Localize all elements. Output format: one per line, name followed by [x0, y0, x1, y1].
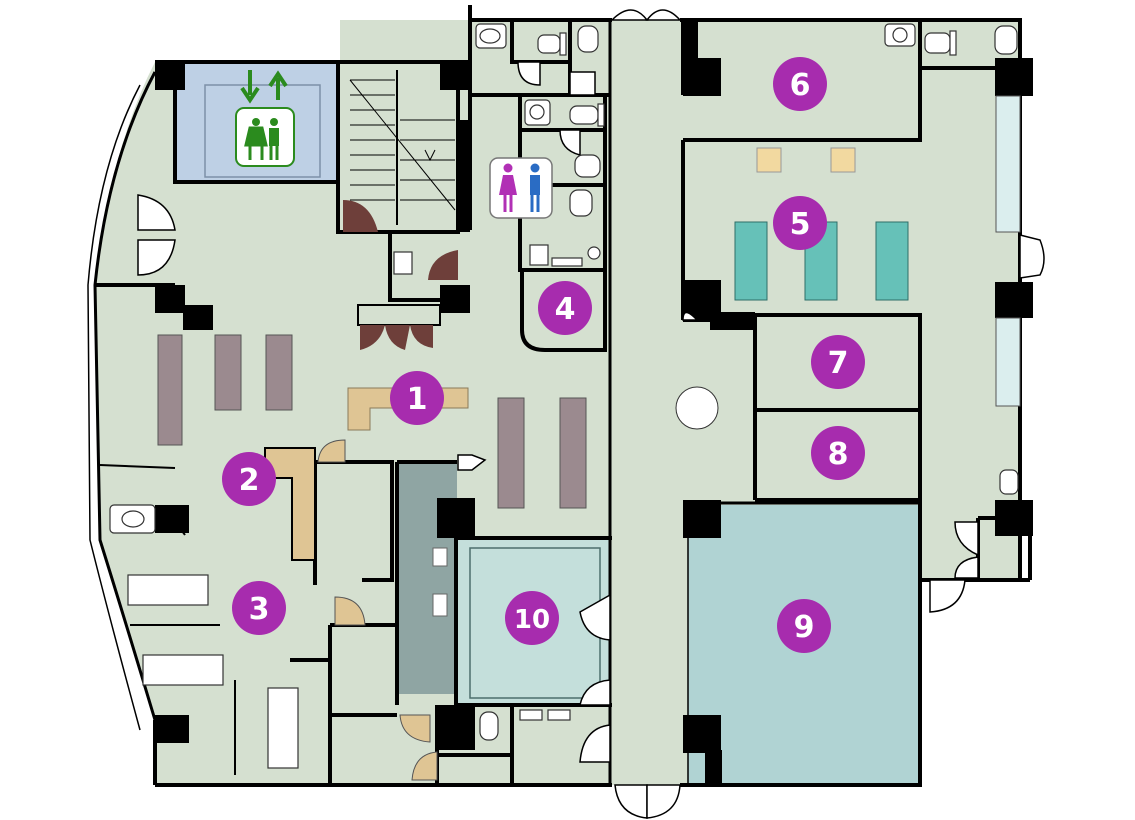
room-label-7: 7 [828, 346, 849, 381]
room-marker-1[interactable]: 1 [390, 371, 444, 425]
sofas [127, 574, 299, 769]
restroom-icon [489, 157, 553, 219]
locker-box [432, 593, 448, 617]
room-marker-7[interactable]: 7 [811, 335, 865, 389]
room-label-6: 6 [790, 68, 811, 103]
room-label-3: 3 [249, 592, 270, 627]
doors-white [137, 9, 1045, 819]
plumbing-fixtures [109, 23, 1019, 741]
room-marker-8[interactable]: 8 [811, 426, 865, 480]
doors-light [317, 439, 438, 781]
room-label-8: 8 [828, 437, 849, 472]
service-corridor [397, 462, 457, 694]
room-marker-9[interactable]: 9 [777, 599, 831, 653]
columns [155, 20, 1033, 785]
locker-box [432, 547, 448, 567]
room-label-4: 4 [555, 292, 576, 327]
room-label-10: 10 [514, 605, 550, 635]
room-label-5: 5 [790, 207, 811, 242]
doors-brown [343, 200, 458, 350]
tables [756, 147, 856, 173]
east-windows [995, 95, 1021, 407]
elevator-shaft [204, 84, 321, 178]
round-table [675, 386, 719, 430]
room-marker-4[interactable]: 4 [538, 281, 592, 335]
room-label-9: 9 [794, 610, 815, 645]
shelves [157, 334, 587, 509]
room-marker-3[interactable]: 3 [232, 581, 286, 635]
elevator-icon [235, 70, 295, 167]
room-label-1: 1 [407, 382, 428, 417]
room-marker-6[interactable]: 6 [773, 57, 827, 111]
room-marker-10[interactable]: 10 [505, 591, 559, 645]
stair-wall [456, 120, 470, 232]
staircase [349, 70, 456, 225]
room-label-2: 2 [239, 463, 260, 498]
room-marker-2[interactable]: 2 [222, 452, 276, 506]
room-marker-5[interactable]: 5 [773, 196, 827, 250]
